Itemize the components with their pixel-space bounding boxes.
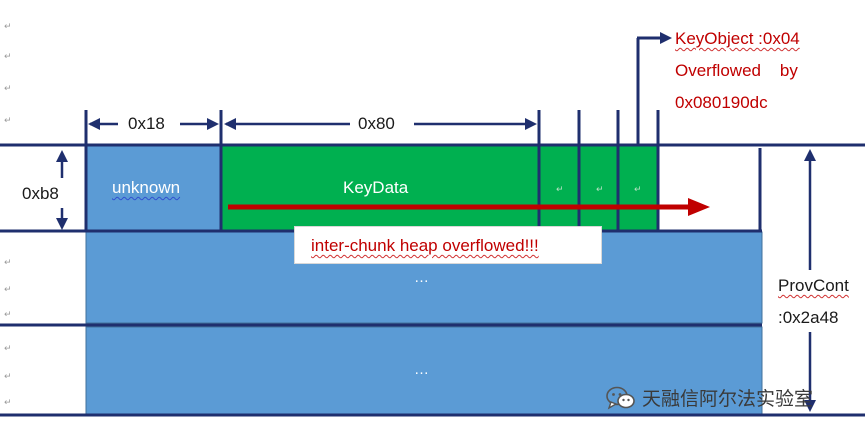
dim-0xb8-top-head: [56, 150, 68, 162]
overflow-arrowhead: [688, 198, 710, 216]
para-mark: ↵: [4, 397, 12, 407]
dim-0x18-left-head: [88, 118, 100, 130]
para-mark: ↵: [4, 21, 12, 31]
size-label-0x80: 0x80: [358, 114, 395, 133]
overflowed-by-label: Overflowed by: [675, 61, 798, 80]
para-mark: ↵: [4, 257, 12, 267]
dim-0x80-right-head: [525, 118, 537, 130]
row3-ellipsis: …: [414, 361, 429, 378]
row2-ellipsis: …: [414, 269, 429, 286]
para-mark: ↵: [4, 309, 12, 319]
wechat-icon: [606, 385, 636, 411]
para-mark: ↵: [556, 184, 564, 194]
overflow-callout: inter-chunk heap overflowed!!!: [294, 226, 602, 264]
para-mark: ↵: [634, 184, 642, 194]
para-mark: ↵: [4, 83, 12, 93]
overflow-callout-text: inter-chunk heap overflowed!!!: [311, 236, 539, 255]
height-label-0xb8: 0xb8: [22, 184, 59, 203]
dim-provcont-bottom-head: [804, 400, 816, 412]
para-mark: ↵: [4, 343, 12, 353]
size-label-0x18: 0x18: [128, 114, 165, 133]
dim-0x18-right-head: [207, 118, 219, 130]
overflow-address-label: 0x080190dc: [675, 93, 768, 112]
para-mark: ↵: [4, 371, 12, 381]
provcont-size-label: :0x2a48: [778, 308, 839, 327]
dim-provcont-top-head: [804, 149, 816, 161]
keyobject-label: KeyObject :0x04: [675, 29, 800, 48]
para-mark: ↵: [4, 115, 12, 125]
para-mark: ↵: [4, 284, 12, 294]
chunk-row-3: [85, 326, 763, 415]
unknown-block: [85, 144, 223, 231]
keyobject-arrowhead: [660, 32, 672, 44]
provcont-label: ProvCont: [778, 276, 849, 295]
keydata-label: KeyData: [343, 178, 409, 197]
dim-0xb8-bottom-head: [56, 218, 68, 230]
watermark: 天融信阿尔法实验室: [606, 384, 813, 411]
unknown-label: unknown: [112, 178, 181, 197]
dim-0x80-left-head: [224, 118, 236, 130]
keydata-block: [221, 144, 659, 231]
watermark-label: 天融信阿尔法实验室: [642, 388, 814, 410]
para-mark: ↵: [4, 51, 12, 61]
para-mark: ↵: [596, 184, 604, 194]
